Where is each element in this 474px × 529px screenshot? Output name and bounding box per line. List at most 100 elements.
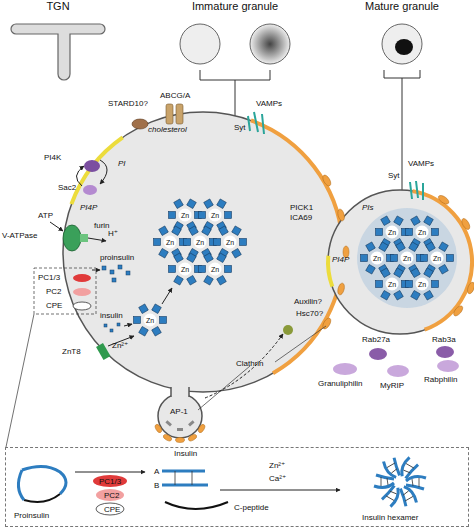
part-label: PI4P [332, 256, 349, 264]
arrow [162, 288, 172, 304]
inset-box: ProinsulinPC1/3PC2CPEInsulinABZn²⁺Ca²⁺C-… [5, 447, 469, 527]
membrane-protein [83, 185, 97, 195]
part-label: insulin [100, 312, 123, 320]
part-label: Syt [388, 172, 400, 180]
part-label: ZnT8 [62, 348, 81, 356]
insulin-molecule [126, 271, 130, 275]
clathrin-coat [154, 423, 163, 433]
inset-drawing [374, 475, 394, 487]
inset-drawing [220, 490, 340, 491]
inset-drawing [22, 466, 66, 494]
granule-icon-shape [250, 24, 290, 64]
membrane-protein [73, 288, 91, 296]
granule-membrane [63, 112, 343, 392]
part-label: H⁺ [108, 230, 118, 238]
inset-drawing [397, 484, 418, 508]
part-label: PIs [362, 204, 374, 212]
part-label: Clathrin [236, 360, 264, 368]
part-label: Hsc70? [296, 310, 323, 318]
part-label: PC2 [46, 288, 62, 296]
membrane-protein [176, 104, 183, 124]
membrane-protein [387, 365, 409, 377]
part-label: ABCG/A [160, 92, 190, 100]
insulin-molecule [102, 265, 130, 332]
clathrin-coat [452, 304, 464, 317]
tgn-icon-shape [11, 24, 105, 80]
zinc-label: Zn [211, 266, 219, 273]
inset-drawing [18, 456, 426, 515]
bracket-line [402, 100, 403, 190]
insulin-hexamer [406, 216, 439, 248]
granule-icon: Mature granule [352, 0, 452, 100]
insulin-molecule [112, 278, 116, 282]
inset-label: PC2 [104, 492, 120, 500]
inset-label: Zn²⁺ [269, 462, 285, 470]
clathrin-coat [162, 433, 172, 442]
leader-line [6, 314, 34, 447]
part-label: PI [118, 160, 126, 168]
tgn-icon: TGN [8, 0, 108, 92]
leader-line [198, 366, 250, 410]
inset-drawing [18, 470, 24, 500]
insulin-hexamer [154, 226, 187, 258]
membrane-protein [437, 360, 459, 372]
part-label: Sac2 [58, 184, 76, 192]
inset-drawing [398, 457, 419, 481]
leader-line [6, 268, 326, 447]
zinc-label: Zn [166, 239, 174, 246]
zinc-label: Zn [211, 212, 219, 219]
granule-heading: TGN [8, 0, 108, 12]
inset-label: Proinsulin [14, 512, 49, 520]
insulin-hexamer [184, 226, 217, 258]
zinc-label: Zn [146, 317, 154, 324]
insulin-molecule [102, 266, 106, 270]
inset-label: Insulin hexamer [362, 514, 418, 522]
part-label: Rab3a [432, 336, 456, 344]
zinc-label: Zn [433, 255, 441, 262]
insulin-hexamer [406, 268, 439, 300]
inset-drawing [165, 502, 228, 509]
insulin-molecule [110, 329, 113, 332]
part-label: MyRIP [380, 382, 404, 390]
clathrin-coat [154, 174, 474, 443]
granule-membrane [328, 190, 472, 334]
membrane-protein [73, 302, 91, 310]
part-label: Rabphilin [424, 376, 457, 384]
granule-icon-shape [180, 24, 220, 64]
part-label: STARD10? [108, 100, 148, 108]
arrow [92, 270, 100, 271]
inset-label: B [154, 482, 159, 490]
membrane-protein [73, 274, 91, 282]
clathrin-coat [337, 282, 346, 295]
granule-heading: Mature granule [352, 0, 452, 12]
leader-line [34, 268, 96, 314]
clathrin-coat [187, 433, 197, 442]
membrane-protein [410, 181, 423, 200]
clathrin-coat [176, 438, 185, 443]
insulin-molecule [117, 323, 120, 326]
inset-label: A [154, 468, 159, 476]
clathrin-coat [197, 423, 206, 433]
membrane-protein [248, 112, 264, 134]
granule-membrane [71, 137, 122, 204]
part-label: VAMPs [256, 100, 282, 108]
arrow [124, 324, 132, 326]
insulin-hexamer [199, 199, 232, 231]
bracket-line [235, 100, 236, 116]
clathrin-coat [466, 281, 474, 294]
part-label: CPE [46, 302, 62, 310]
granule-icon-shape [352, 0, 452, 100]
membrane-protein [63, 225, 81, 251]
membrane-protein [436, 346, 454, 358]
inset-drawing [96, 489, 124, 501]
insulin-hexamer [421, 242, 454, 274]
inset-drawing [406, 477, 426, 489]
granule-icon-shape [165, 0, 305, 100]
membrane-protein [369, 348, 387, 360]
part-label: Zn²⁺ [112, 342, 128, 350]
membrane-protein [333, 363, 357, 375]
inset-drawing [75, 472, 145, 473]
inset-label: Ca²⁺ [269, 475, 286, 483]
inset-label: CPE [104, 506, 120, 514]
insulin-hexamer [169, 199, 202, 231]
